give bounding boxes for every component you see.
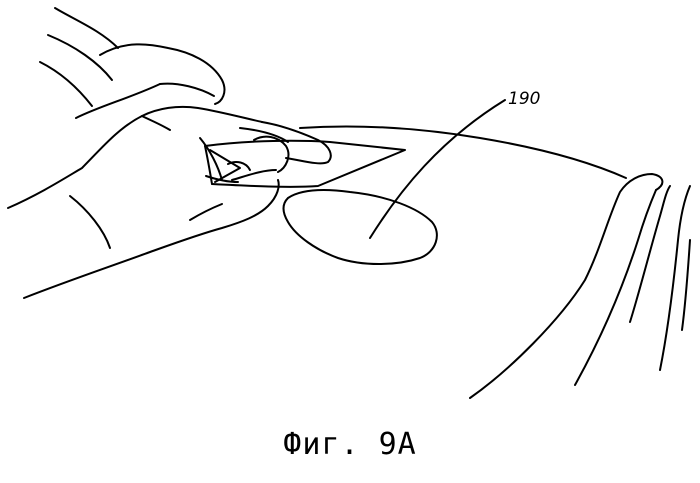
figure-caption: Фиг. 9А (0, 427, 700, 462)
body-contour (300, 126, 626, 178)
reference-label-190: 190 (508, 89, 540, 109)
drape-top-left (40, 8, 224, 118)
gloved-hand (8, 107, 331, 298)
implant-190: 190 (284, 89, 541, 264)
drape-right (470, 174, 690, 398)
